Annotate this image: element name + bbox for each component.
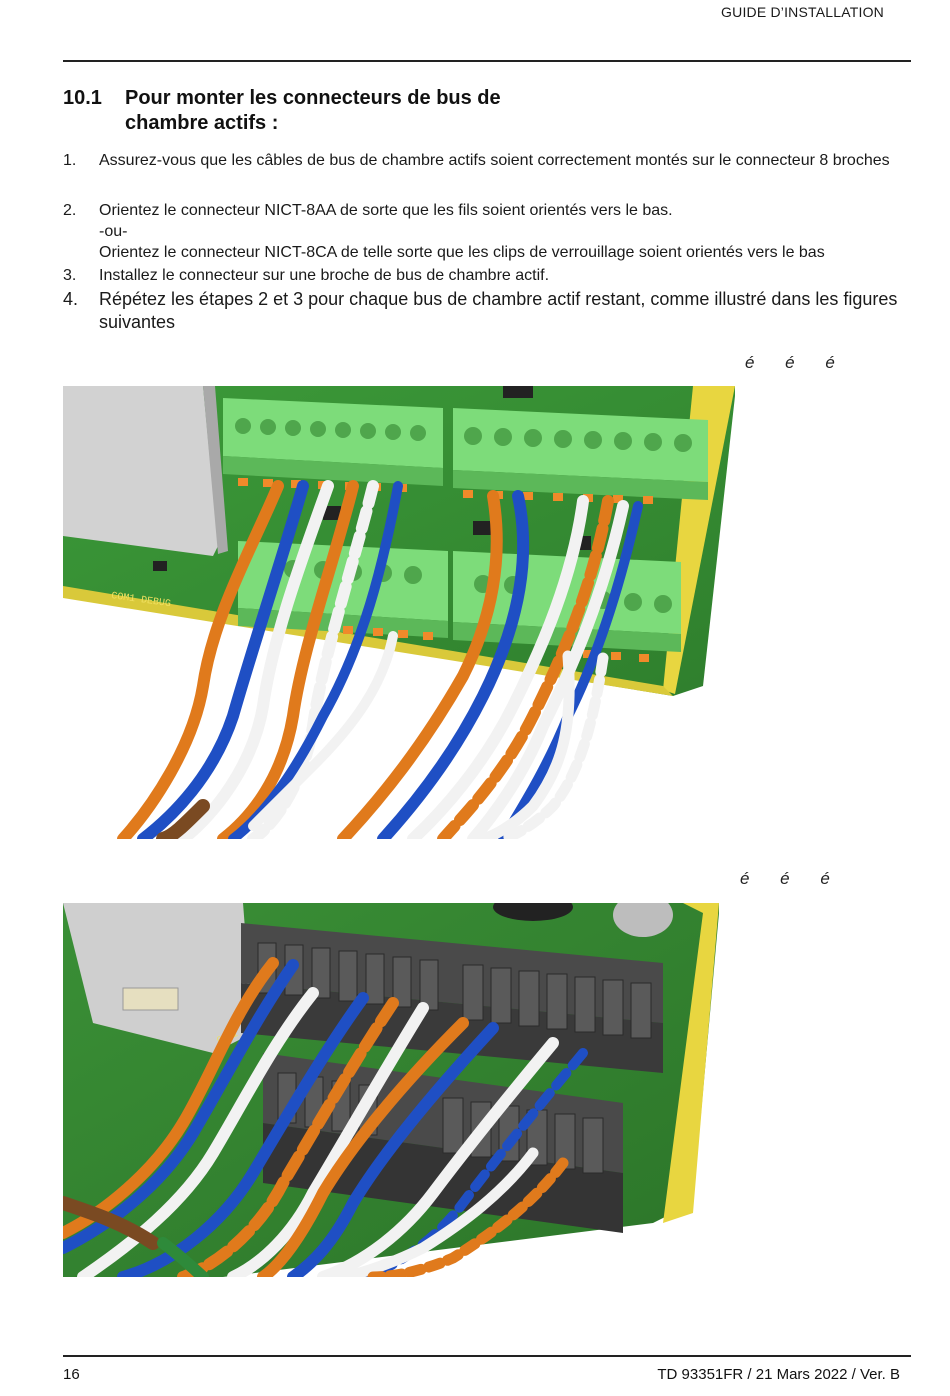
figure-2-caption: é é é	[740, 869, 830, 888]
green-connector-upper-left	[223, 398, 443, 486]
step-text: Répétez les étapes 2 et 3 pour chaque bu…	[99, 289, 898, 332]
figure-1-drawing: COM1 DEBUG	[63, 386, 735, 839]
document-reference: TD 93351FR / 21 Mars 2022 / Ver. B	[657, 1366, 900, 1383]
running-header: GUIDE D’INSTALLATION	[721, 4, 884, 20]
figure-1-caption: é é é	[745, 353, 835, 372]
section-number: 10.1	[63, 87, 102, 109]
step-number: 1.	[63, 152, 77, 169]
section-title: Pour monter les connecteurs de bus de ch…	[125, 87, 501, 134]
step-2-line-3: Orientez le connecteur NICT-8CA de telle…	[99, 244, 825, 261]
page-number: 16	[63, 1366, 80, 1383]
wire-bundle-right	[248, 490, 643, 839]
green-connector-upper-right	[453, 408, 708, 500]
enclosure-box	[63, 386, 218, 556]
pcb-yellow-edge-2	[663, 903, 719, 1223]
figure-2-drawing: COM1 DEBUG	[63, 903, 719, 1277]
figure-1-image: COM1 DEBUG	[63, 386, 735, 839]
step-2-line-1: Orientez le connecteur NICT-8AA de sorte…	[99, 202, 673, 219]
step-number: 2.	[63, 202, 77, 219]
step-text: Installez le connecteur sur une broche d…	[99, 267, 550, 284]
wire-bundle-fig2	[63, 957, 588, 1277]
header-rule	[63, 60, 911, 62]
figure-2-image: COM1 DEBUG	[63, 903, 719, 1277]
step-number: 4.	[63, 289, 79, 309]
step-text: Orientez le connecteur NICT-8AA de sorte…	[99, 200, 917, 263]
footer-rule	[63, 1355, 911, 1357]
step-number: 3.	[63, 267, 77, 284]
enclosure-box-2	[63, 903, 253, 1053]
step-2-line-2: -ou-	[99, 223, 128, 240]
wire-bundle-left	[117, 480, 403, 839]
step-text: Assurez-vous que les câbles de bus de ch…	[99, 152, 890, 169]
